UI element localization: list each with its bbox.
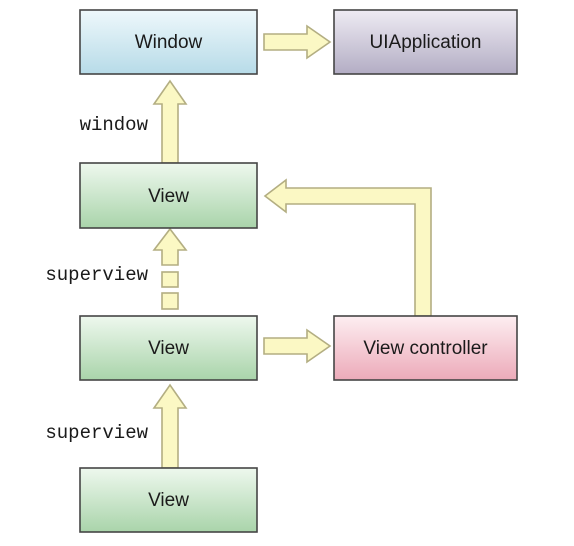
arrow-controller-to-view (263, 178, 432, 317)
arrow-view-to-controller (263, 328, 332, 364)
view-middle-box (79, 315, 258, 381)
arrow-view-to-window (152, 79, 188, 164)
view-controller-label: View controller (363, 338, 488, 359)
edge-label-window: window (80, 114, 149, 136)
dashed-arrow-superview (152, 227, 188, 310)
node-ui-application: UIApplication (333, 9, 518, 75)
node-window: Window (79, 9, 258, 75)
arrow-window-to-application (263, 24, 332, 60)
arrow-view-bottom-to-middle (152, 383, 188, 469)
window-label: Window (135, 32, 203, 53)
dashed-arrowhead (152, 227, 188, 266)
ui-application-box (333, 9, 518, 75)
dashed-segment (161, 271, 179, 288)
ui-application-label: UIApplication (370, 32, 482, 53)
edge-label-superview-solid: superview (45, 422, 148, 444)
view-middle-label: View (148, 338, 189, 359)
view-bottom-box (79, 467, 258, 533)
view-controller-box (333, 315, 518, 381)
window-box (79, 9, 258, 75)
node-view-middle: View (79, 315, 258, 381)
view-bottom-label: View (148, 490, 189, 511)
node-view-top: View (79, 162, 258, 229)
dashed-segment (161, 292, 179, 310)
edge-label-superview-dashed: superview (45, 264, 148, 286)
node-view-controller: View controller (333, 315, 518, 381)
node-view-bottom: View (79, 467, 258, 533)
view-top-box (79, 162, 258, 229)
view-top-label: View (148, 186, 189, 207)
